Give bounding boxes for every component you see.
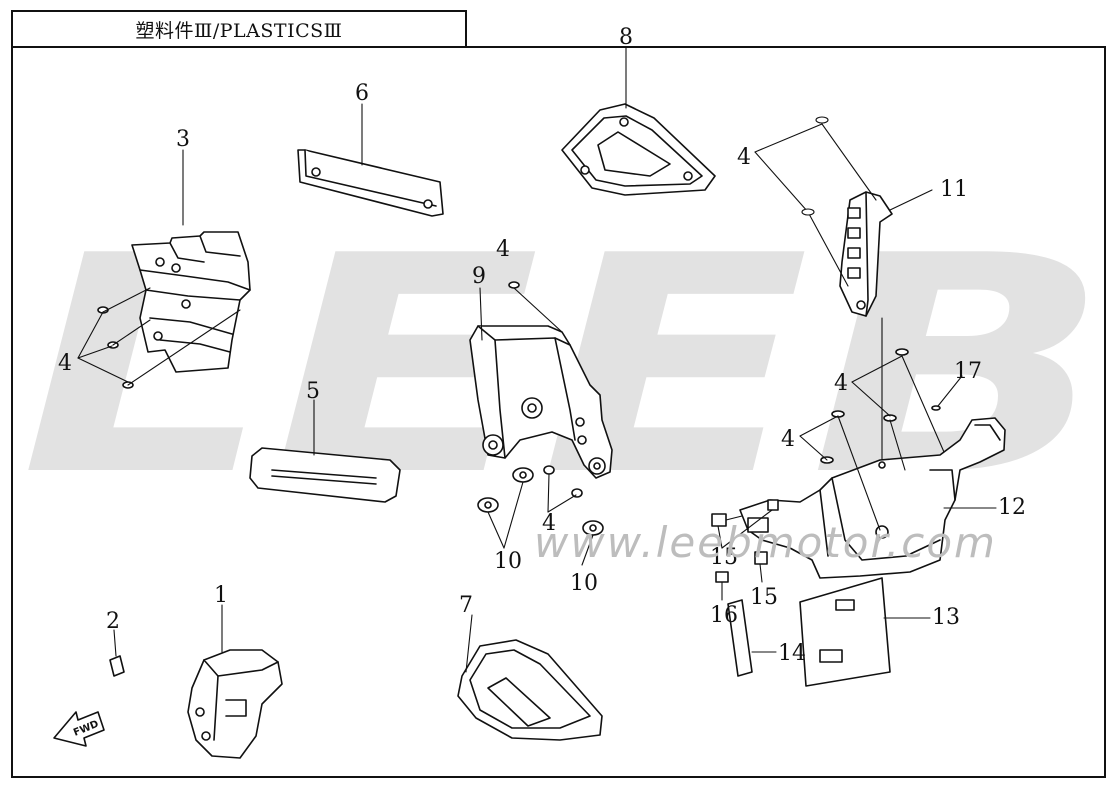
callout-5: 5 (306, 379, 320, 404)
part-11-leaders (754, 116, 933, 287)
forward-arrow-icon (53, 711, 105, 747)
part-13-plate (799, 577, 931, 687)
callout-16: 16 (710, 603, 738, 628)
part-6-strip (297, 103, 444, 217)
callout-2: 2 (106, 609, 120, 634)
callout-numbers: 1 2 3 4 4 4 4 4 4 5 6 7 8 9 10 10 11 12 … (58, 25, 1026, 666)
part-5-plate (249, 399, 401, 503)
callout-10-left: 10 (494, 549, 522, 574)
callout-11: 11 (940, 177, 968, 202)
part-3-bracket (131, 231, 251, 373)
callout-4-center-top: 4 (496, 237, 510, 262)
part-2-tab (109, 629, 125, 677)
part-9-bracket (469, 287, 613, 479)
part-3-leaders (77, 149, 241, 386)
part-1-housing (187, 604, 283, 759)
part-11-bracket (839, 191, 893, 317)
callout-10-right: 10 (570, 571, 598, 596)
callout-7: 7 (459, 593, 473, 618)
part-12-fender (739, 417, 1006, 579)
part-9-screws-grommets (477, 281, 604, 536)
callout-13: 13 (932, 605, 960, 630)
callout-15-right: 15 (750, 585, 778, 610)
callout-4-left: 4 (58, 351, 72, 376)
watermark-url: www.leebmotor.com (534, 518, 997, 567)
part-12-leaders (799, 317, 997, 531)
part-12-screws (820, 348, 941, 464)
callout-17: 17 (954, 359, 982, 384)
callout-15-left: 15 (710, 545, 738, 570)
page-title: 塑料件Ⅲ/PLASTICSⅢ (135, 19, 343, 42)
part-8-cover (561, 47, 716, 196)
title-box: 塑料件Ⅲ/PLASTICSⅢ (11, 10, 467, 48)
part-9-leaders (487, 287, 594, 566)
part-15-16-clips (711, 499, 779, 601)
callout-4-right-top: 4 (737, 145, 751, 170)
callout-4-center-bottom: 4 (542, 511, 556, 536)
callout-4-right-lower: 4 (781, 427, 795, 452)
callout-1: 1 (214, 583, 228, 608)
part-7-cover (457, 614, 603, 741)
part-14-pad (727, 599, 777, 677)
callout-3: 3 (176, 127, 190, 152)
callout-14: 14 (778, 641, 806, 666)
callout-8: 8 (619, 25, 633, 50)
callout-6: 6 (355, 81, 369, 106)
callout-12: 12 (998, 495, 1026, 520)
diagram-frame (11, 46, 1106, 778)
callout-9: 9 (472, 264, 486, 289)
callout-4-right-middle: 4 (834, 371, 848, 396)
